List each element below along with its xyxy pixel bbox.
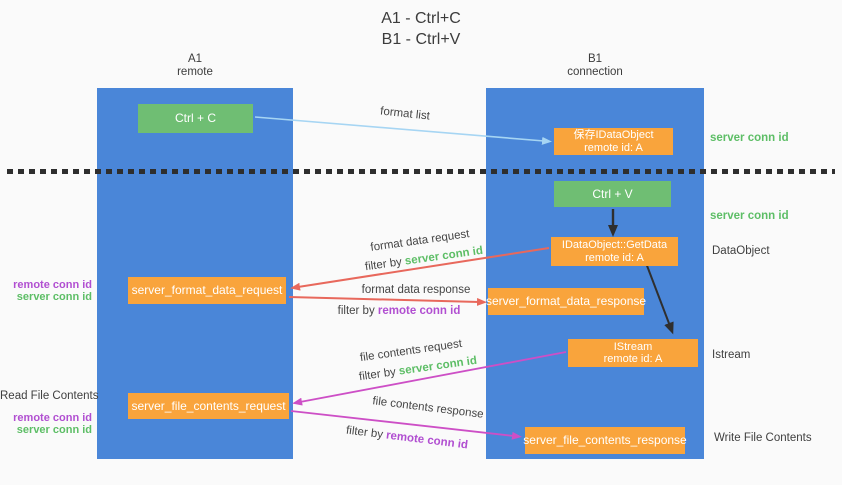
lane-b-header: B1 connection (486, 53, 704, 79)
server-format-data-response-label: server_format_data_response (485, 294, 647, 309)
filter-by-text-2: filter by (337, 305, 375, 317)
filter-server-conn-id-2: server conn id (398, 354, 478, 378)
ctrl-v-node: Ctrl + V (554, 181, 671, 207)
server-conn-id-label-mid-right: server conn id (710, 210, 789, 222)
write-file-contents-label: Write File Contents (714, 432, 812, 444)
server-conn-id-label-file: server conn id (16, 424, 92, 436)
getdata-node: IDataObject::GetData remote id: A (551, 237, 678, 266)
format-response-arrow (288, 296, 487, 306)
format-data-response-filter-label: filter by remote conn id (338, 305, 461, 317)
filter-remote-conn-id-1: remote conn id (377, 305, 461, 317)
lane-b-title: B1 (587, 53, 603, 65)
dashed-separator-line (7, 169, 835, 174)
lane-a-title: A1 (187, 53, 203, 65)
remote-conn-id-label-format: remote conn id (13, 279, 92, 291)
server-format-data-response-node: server_format_data_response (485, 288, 647, 315)
lane-a-header: A1 remote (97, 53, 293, 79)
server-file-contents-request-node: server_file_contents_request (128, 393, 289, 419)
server-conn-id-label-top-right: server conn id (710, 132, 789, 144)
ctrl-c-label: Ctrl + C (174, 111, 216, 125)
save-dataobject-line1: 保存IDataObject (573, 129, 654, 141)
getdata-line2: remote id: A (585, 251, 644, 264)
file-contents-response-filter-label: filter by remote conn id (345, 425, 468, 452)
ctrl-c-node: Ctrl + C (138, 104, 253, 133)
save-dataobject-node: 保存IDataObject remote id: A (554, 128, 673, 155)
filter-by-text-3: filter by (358, 366, 397, 384)
server-file-contents-response-label: server_file_contents_response (523, 433, 687, 448)
format-data-response-label: format data response (361, 284, 471, 296)
format-list-label: format list (379, 105, 431, 123)
ctrl-v-label: Ctrl + V (592, 186, 633, 201)
server-format-data-request-label: server_format_data_request (131, 283, 283, 298)
page-title: A1 - Ctrl+C B1 - Ctrl+V (0, 8, 842, 50)
getdata-line1: IDataObject::GetData (561, 239, 668, 251)
file-contents-response-label: file contents response (371, 395, 485, 421)
server-file-contents-request-label: server_file_contents_request (131, 398, 286, 413)
server-conn-id-label-format: server conn id (16, 291, 92, 303)
filter-by-text-4: filter by (345, 424, 384, 441)
istream-node: IStream remote id: A (568, 339, 698, 367)
lane-a-subtitle: remote (177, 66, 213, 78)
server-format-data-request-node: server_format_data_request (128, 277, 286, 304)
filter-by-text-1: filter by (364, 256, 403, 274)
istream-line1: IStream (613, 340, 653, 353)
istream-side-label: Istream (712, 349, 751, 361)
lane-b-subtitle: connection (567, 66, 623, 78)
save-dataobject-line2: remote id: A (584, 141, 643, 154)
filter-remote-conn-id-2: remote conn id (385, 429, 469, 452)
server-file-contents-response-node: server_file_contents_response (523, 427, 687, 454)
filter-server-conn-id-1: server conn id (404, 244, 484, 268)
read-file-contents-label: Read File Contents (0, 390, 99, 402)
istream-line2: remote id: A (603, 353, 663, 365)
title-line-1: A1 - Ctrl+C (381, 10, 461, 27)
remote-conn-id-label-file: remote conn id (13, 412, 92, 424)
dataobject-label: DataObject (712, 245, 770, 257)
title-line-2: B1 - Ctrl+V (381, 31, 461, 48)
